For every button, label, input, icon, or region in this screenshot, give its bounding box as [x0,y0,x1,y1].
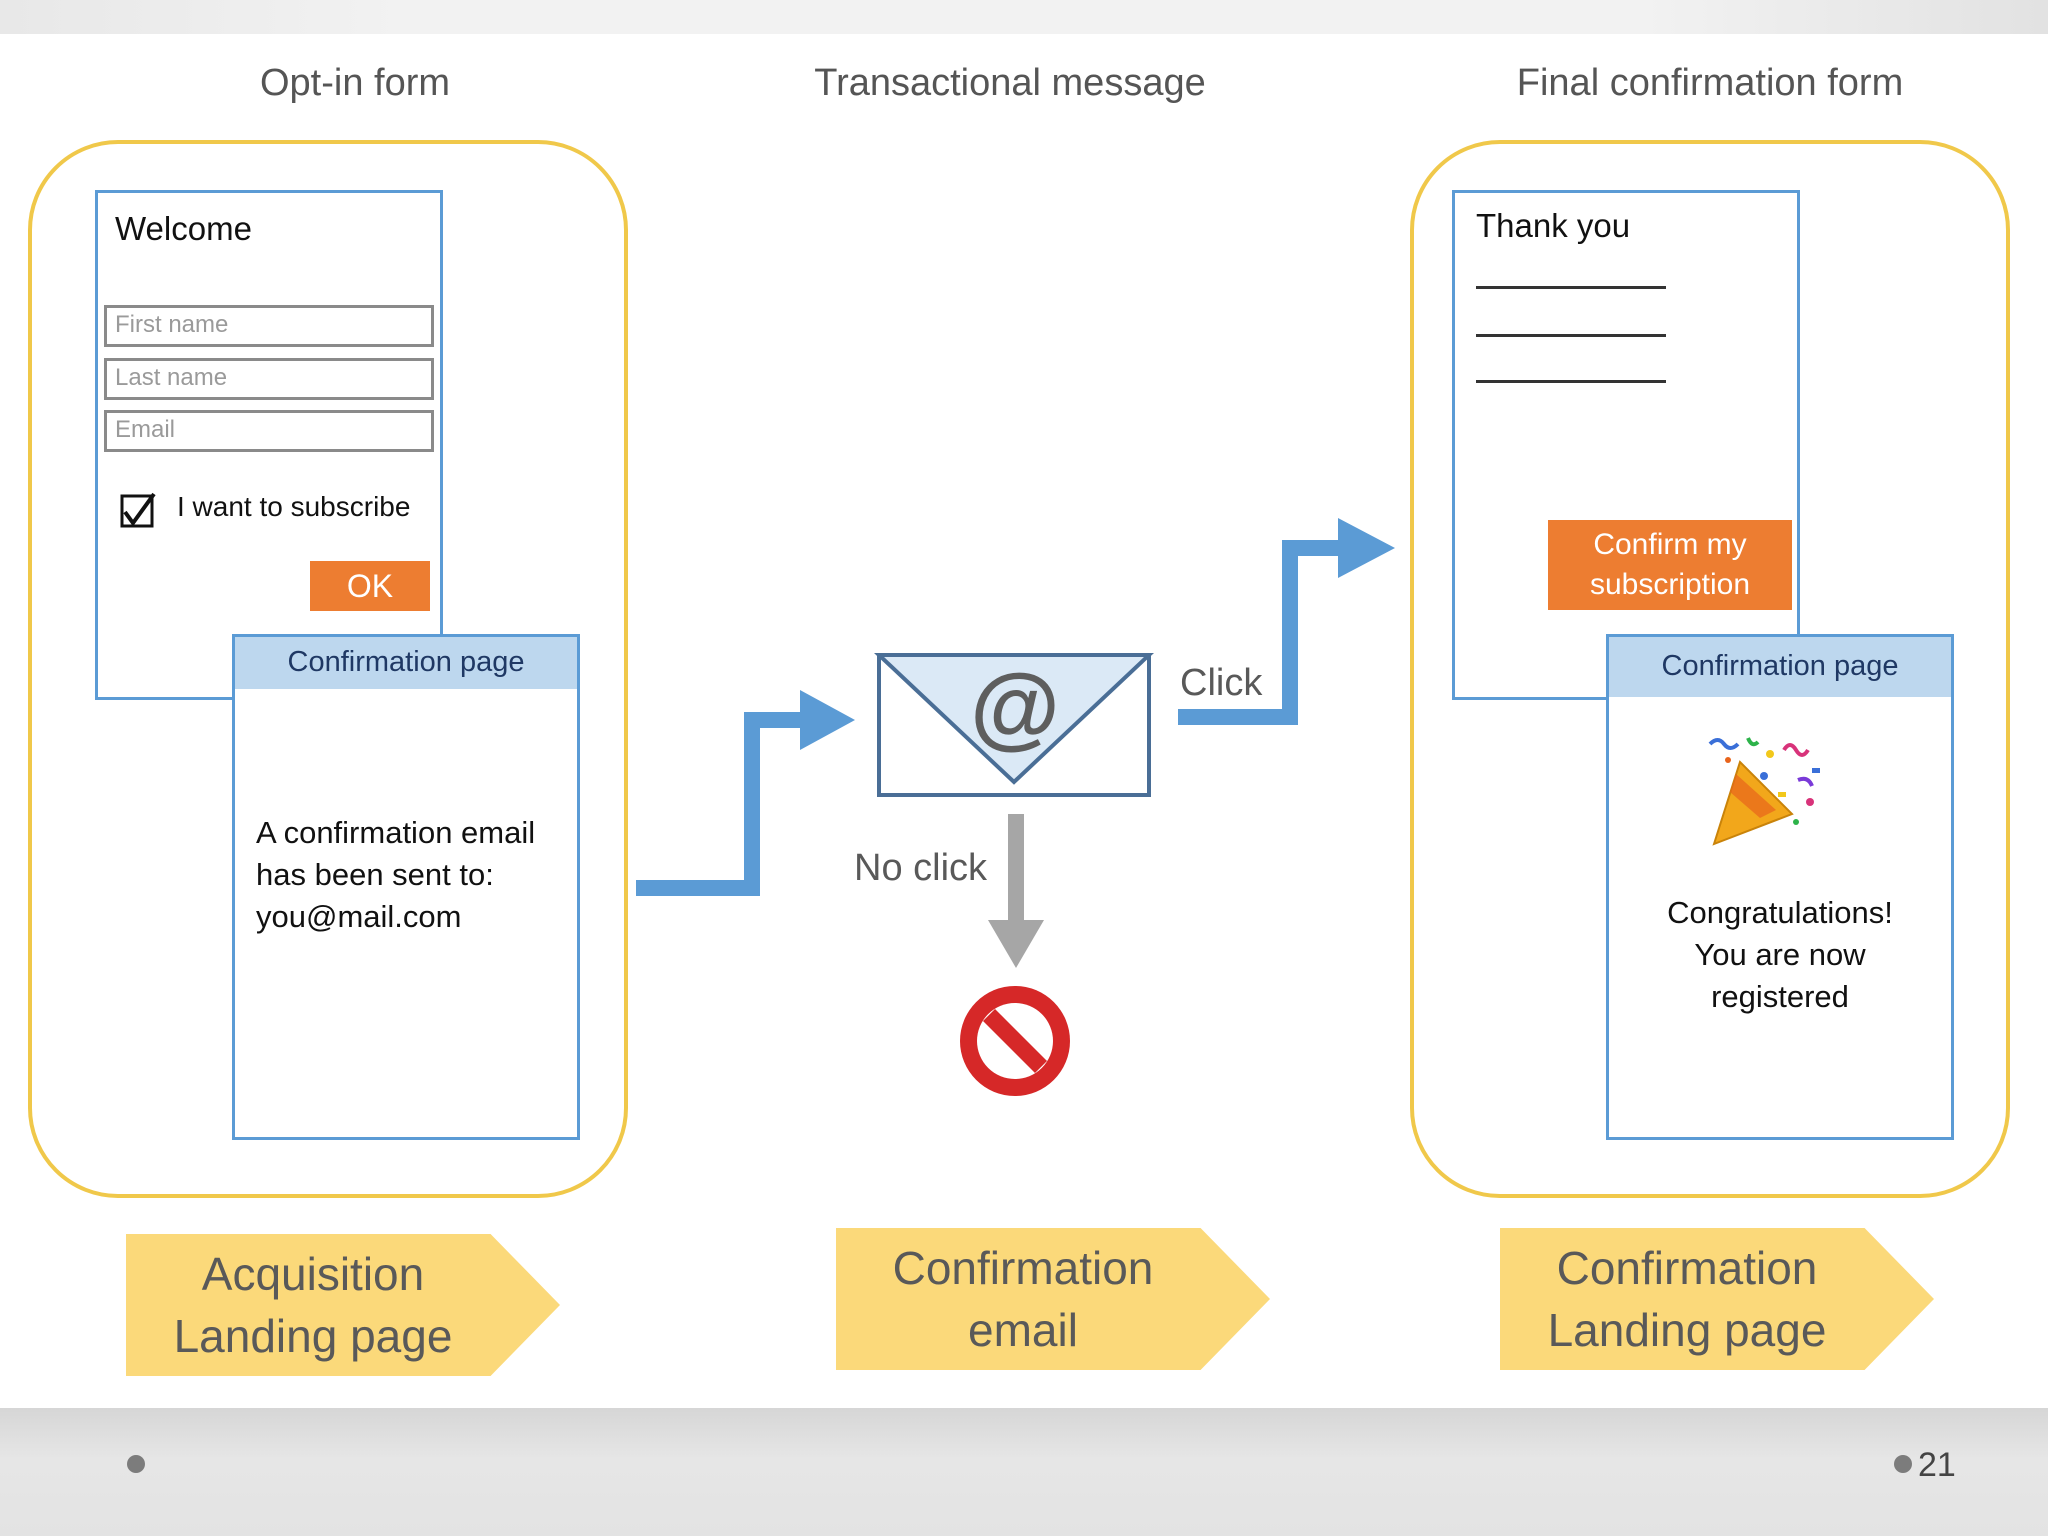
text-placeholder-line-3 [1476,380,1666,383]
stage-acquisition-landing-page: Acquisition Landing page [126,1234,560,1376]
ok-button[interactable]: OK [310,561,430,611]
email-field[interactable]: Email [104,410,434,452]
checkbox-check-icon [120,492,156,528]
confirm-button-line2: subscription [1589,568,1751,601]
no-click-label: No click [854,847,988,889]
no-entry-icon [960,986,1070,1096]
subscribe-checkbox-label: I want to subscribe [177,491,411,522]
text-placeholder-line-1 [1476,286,1666,289]
top-bar [0,0,2048,34]
congratulations-line2: You are now [1694,937,1866,972]
congratulations-line3: registered [1711,979,1849,1014]
confirm-subscription-button[interactable]: Confirm my subscription [1548,520,1792,610]
first-name-field[interactable]: First name [104,305,434,347]
page-number: 21 [1918,1446,1956,1484]
at-sign-icon: @ [970,656,1060,758]
stage1-line2: Landing page [173,1310,453,1362]
welcome-heading: Welcome [115,210,252,247]
final-form-panel [1452,190,1800,700]
stage-confirmation-landing-page: Confirmation Landing page [1500,1228,1934,1370]
stage1-line1: Acquisition [201,1248,425,1300]
no-click-arrow [988,814,1044,968]
flow-arrow-to-final-form [1178,518,1395,725]
flow-arrow-to-email [636,690,855,896]
envelope-icon [874,653,1154,797]
footer-bar [0,1408,2048,1536]
stage2-line1: Confirmation [892,1242,1154,1294]
last-name-field[interactable]: Last name [104,358,434,400]
confirmation-page-header-1: Confirmation page [235,637,577,689]
stage-confirmation-email: Confirmation email [836,1228,1270,1370]
click-label: Click [1180,662,1263,704]
confirmation-page-panel-1: Confirmation page [232,634,580,1140]
thank-you-heading: Thank you [1476,207,1631,244]
text-placeholder-line-2 [1476,334,1666,337]
confirmation-sent-email: you@mail.com [256,899,462,934]
stage2-line2: email [968,1304,1078,1356]
transactional-message-title: Transactional message [814,62,1206,104]
optin-form-title: Opt-in form [259,62,451,104]
confirmation-sent-line2: has been sent to: [256,857,494,892]
footer-bullet-right [1894,1455,1912,1473]
footer-bullet-left [127,1455,145,1473]
subscribe-checkbox[interactable] [120,492,156,528]
confirm-button-line1: Confirm my [1593,528,1747,561]
stage3-line2: Landing page [1547,1304,1827,1356]
stage3-line1: Confirmation [1556,1242,1818,1294]
party-popper-icon [1708,737,1820,846]
confirmation-sent-line1: A confirmation email [256,815,536,850]
congratulations-line1: Congratulations! [1667,895,1893,930]
confirmation-page-header-2: Confirmation page [1609,637,1951,697]
final-confirmation-title: Final confirmation form [1516,62,1904,104]
confirmation-page-panel-2: Confirmation page [1606,634,1954,1140]
